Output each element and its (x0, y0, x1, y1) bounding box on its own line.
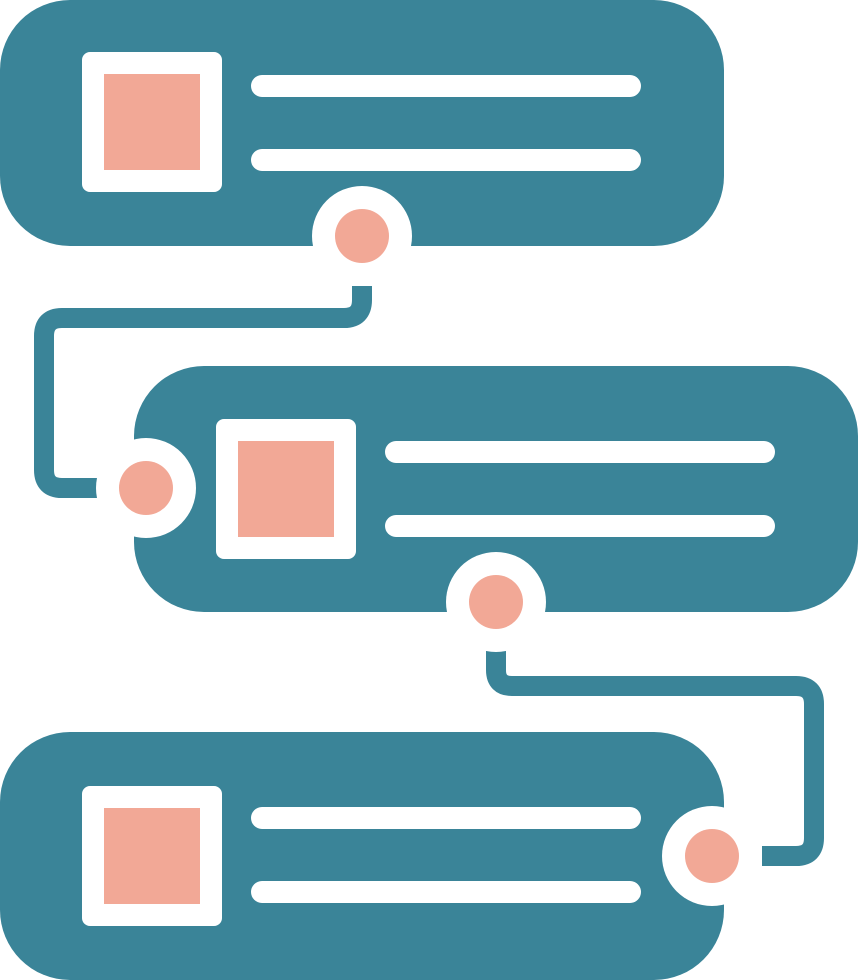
node-middle-bottom-edge (446, 552, 546, 652)
connectors (34, 286, 824, 866)
card-top (0, 0, 724, 246)
connector-middle-to-bottom (486, 650, 824, 866)
card-bottom (0, 732, 724, 980)
nodes (96, 186, 762, 906)
node-middle-left-edge (96, 438, 196, 538)
card-middle-thumbnail (238, 441, 334, 537)
connector-top-to-middle (34, 286, 372, 498)
card-bottom-thumbnail (104, 808, 200, 904)
card-middle (134, 366, 858, 612)
node-top-bottom-edge (312, 186, 412, 286)
node-bottom-right-edge (662, 806, 762, 906)
card-top-thumbnail (104, 74, 200, 170)
